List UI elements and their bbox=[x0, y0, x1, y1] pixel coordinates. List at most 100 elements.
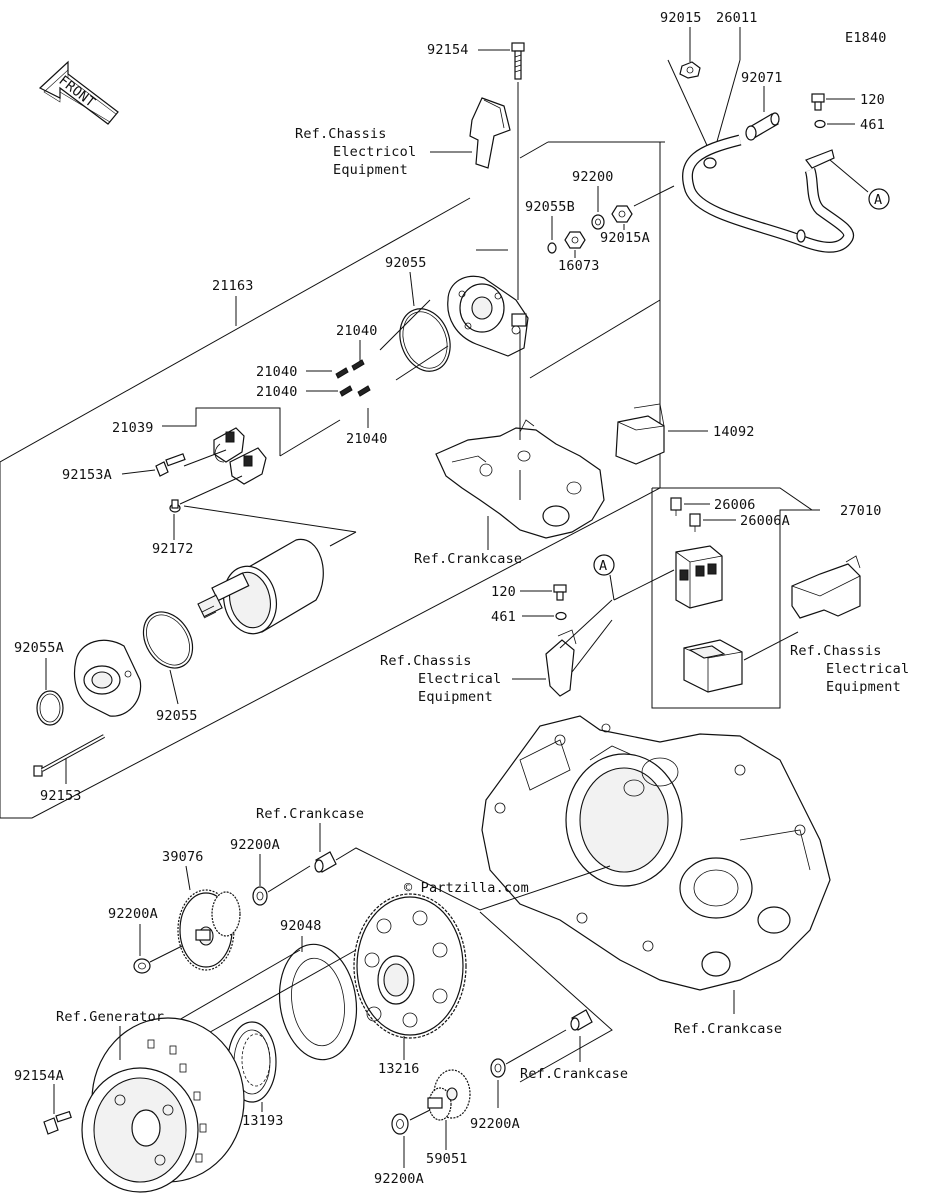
nut-16073[interactable] bbox=[564, 231, 586, 249]
starter-relay-27010[interactable] bbox=[675, 545, 723, 609]
callout-a-top bbox=[868, 188, 890, 210]
watermark: © Partzilla.com bbox=[404, 880, 529, 896]
starter-end-cover[interactable] bbox=[447, 275, 529, 357]
ref-crankcase-right: Ref.Crankcase bbox=[674, 1021, 782, 1037]
generator-rotor bbox=[81, 1017, 245, 1193]
label-14092: 14092 bbox=[713, 424, 755, 440]
ref-crankcase-low: Ref.Crankcase bbox=[520, 1066, 628, 1082]
ref-crankcase-bush: Ref.Crankcase bbox=[256, 806, 364, 822]
label-120-top: 120 bbox=[860, 92, 885, 108]
idle-gear-59051[interactable] bbox=[427, 1069, 471, 1121]
bush-crankcase-low bbox=[570, 1009, 593, 1031]
bolt-92153[interactable] bbox=[33, 734, 105, 777]
label-59051: 59051 bbox=[426, 1151, 468, 1167]
label-92055B: 92055B bbox=[525, 199, 575, 215]
ref-chassis-right-1: Ref.Chassis bbox=[790, 643, 882, 659]
chassis-bracket-mid bbox=[545, 629, 577, 697]
washer-92200A-d[interactable] bbox=[391, 1113, 409, 1135]
oring-92055A[interactable] bbox=[36, 690, 64, 726]
oring-92055-bot[interactable] bbox=[133, 603, 202, 677]
crankcase-main bbox=[481, 715, 831, 991]
washer-461-top[interactable] bbox=[814, 119, 826, 129]
idle-gear-39076[interactable] bbox=[177, 889, 241, 971]
label-92055-bot: 92055 bbox=[156, 708, 198, 724]
screw-120-top[interactable] bbox=[811, 93, 825, 111]
label-92153: 92153 bbox=[40, 788, 82, 804]
callout-a-mid-label: A bbox=[599, 558, 607, 574]
callout-a-top-label: A bbox=[874, 192, 882, 208]
bolt-92154A[interactable] bbox=[43, 1110, 72, 1135]
label-92153A: 92153A bbox=[62, 467, 112, 483]
label-92055A: 92055A bbox=[14, 640, 64, 656]
washer-92200A-c[interactable] bbox=[490, 1058, 506, 1078]
relay-holder[interactable] bbox=[683, 639, 743, 693]
label-26011: 26011 bbox=[716, 10, 758, 26]
label-21040-b: 21040 bbox=[256, 364, 298, 380]
starter-front-cover[interactable] bbox=[73, 639, 142, 717]
brush-holder-21039[interactable] bbox=[213, 427, 267, 485]
chassis-bracket-top bbox=[469, 97, 511, 169]
ref-chassis-mid-1: Ref.Chassis bbox=[380, 653, 472, 669]
label-92015-top: 92015 bbox=[660, 10, 702, 26]
ref-chassis-top-1: Ref.Chassis bbox=[295, 126, 387, 142]
ref-chassis-mid-3: Equipment bbox=[418, 689, 493, 705]
label-21040-d: 21040 bbox=[346, 431, 388, 447]
cap-92071[interactable] bbox=[745, 112, 780, 141]
label-92200A-b: 92200A bbox=[230, 837, 280, 853]
bolt-92153A[interactable] bbox=[155, 453, 186, 477]
nut-92015A[interactable] bbox=[611, 205, 633, 223]
label-92154A: 92154A bbox=[14, 1068, 64, 1084]
brush-21040[interactable] bbox=[335, 359, 371, 397]
washer-92048[interactable] bbox=[272, 939, 363, 1064]
label-21163: 21163 bbox=[212, 278, 254, 294]
washer-461-mid[interactable] bbox=[555, 611, 567, 621]
ref-chassis-right-2: Electrical bbox=[826, 661, 909, 677]
label-21039: 21039 bbox=[112, 420, 154, 436]
bush-crankcase bbox=[314, 851, 337, 873]
label-13216: 13216 bbox=[378, 1061, 420, 1077]
oring-92055-top[interactable] bbox=[392, 302, 459, 379]
label-92200A-a: 92200A bbox=[108, 906, 158, 922]
bolt-92154[interactable] bbox=[511, 42, 525, 80]
oring-92055B[interactable] bbox=[547, 242, 557, 254]
label-92200A-d: 92200A bbox=[374, 1171, 424, 1187]
label-92071: 92071 bbox=[741, 70, 783, 86]
ref-chassis-right-3: Equipment bbox=[826, 679, 901, 695]
label-92154: 92154 bbox=[427, 42, 469, 58]
ref-generator: Ref.Generator bbox=[56, 1009, 164, 1025]
label-21040-c: 21040 bbox=[256, 384, 298, 400]
starter-clutch-gear-13216[interactable] bbox=[353, 893, 467, 1039]
label-16073: 16073 bbox=[558, 258, 600, 274]
label-461-top: 461 bbox=[860, 117, 885, 133]
ref-chassis-top-3: Equipment bbox=[333, 162, 408, 178]
label-461-mid: 461 bbox=[491, 609, 516, 625]
label-39076: 39076 bbox=[162, 849, 204, 865]
nut-92015-top[interactable] bbox=[679, 61, 701, 79]
label-27010: 27010 bbox=[840, 503, 882, 519]
label-120-mid: 120 bbox=[491, 584, 516, 600]
ref-crankcase-mid: Ref.Crankcase bbox=[414, 551, 522, 567]
ref-chassis-top-2: Electricol bbox=[333, 144, 416, 160]
label-26006A: 26006A bbox=[740, 513, 790, 529]
label-92015A: 92015A bbox=[600, 230, 650, 246]
label-92200A-c: 92200A bbox=[470, 1116, 520, 1132]
screw-120-mid[interactable] bbox=[553, 584, 567, 601]
washer-92200[interactable] bbox=[591, 214, 605, 230]
fuse-26006[interactable] bbox=[670, 497, 682, 516]
label-92172: 92172 bbox=[152, 541, 194, 557]
fuse-26006A[interactable] bbox=[689, 513, 701, 532]
label-92200: 92200 bbox=[572, 169, 614, 185]
label-92055-top: 92055 bbox=[385, 255, 427, 271]
label-13193: 13193 bbox=[242, 1113, 284, 1129]
washer-92200A-b[interactable] bbox=[252, 886, 268, 906]
washer-92200A-a[interactable] bbox=[133, 958, 151, 974]
ref-chassis-mid-2: Electrical bbox=[418, 671, 501, 687]
front-arrow-icon: FRONT bbox=[38, 60, 119, 125]
starter-motor[interactable] bbox=[197, 538, 324, 638]
relay-cover-14092[interactable] bbox=[615, 403, 665, 465]
callout-a-mid bbox=[593, 554, 615, 576]
screw-92172[interactable] bbox=[169, 499, 181, 513]
label-92048: 92048 bbox=[280, 918, 322, 934]
